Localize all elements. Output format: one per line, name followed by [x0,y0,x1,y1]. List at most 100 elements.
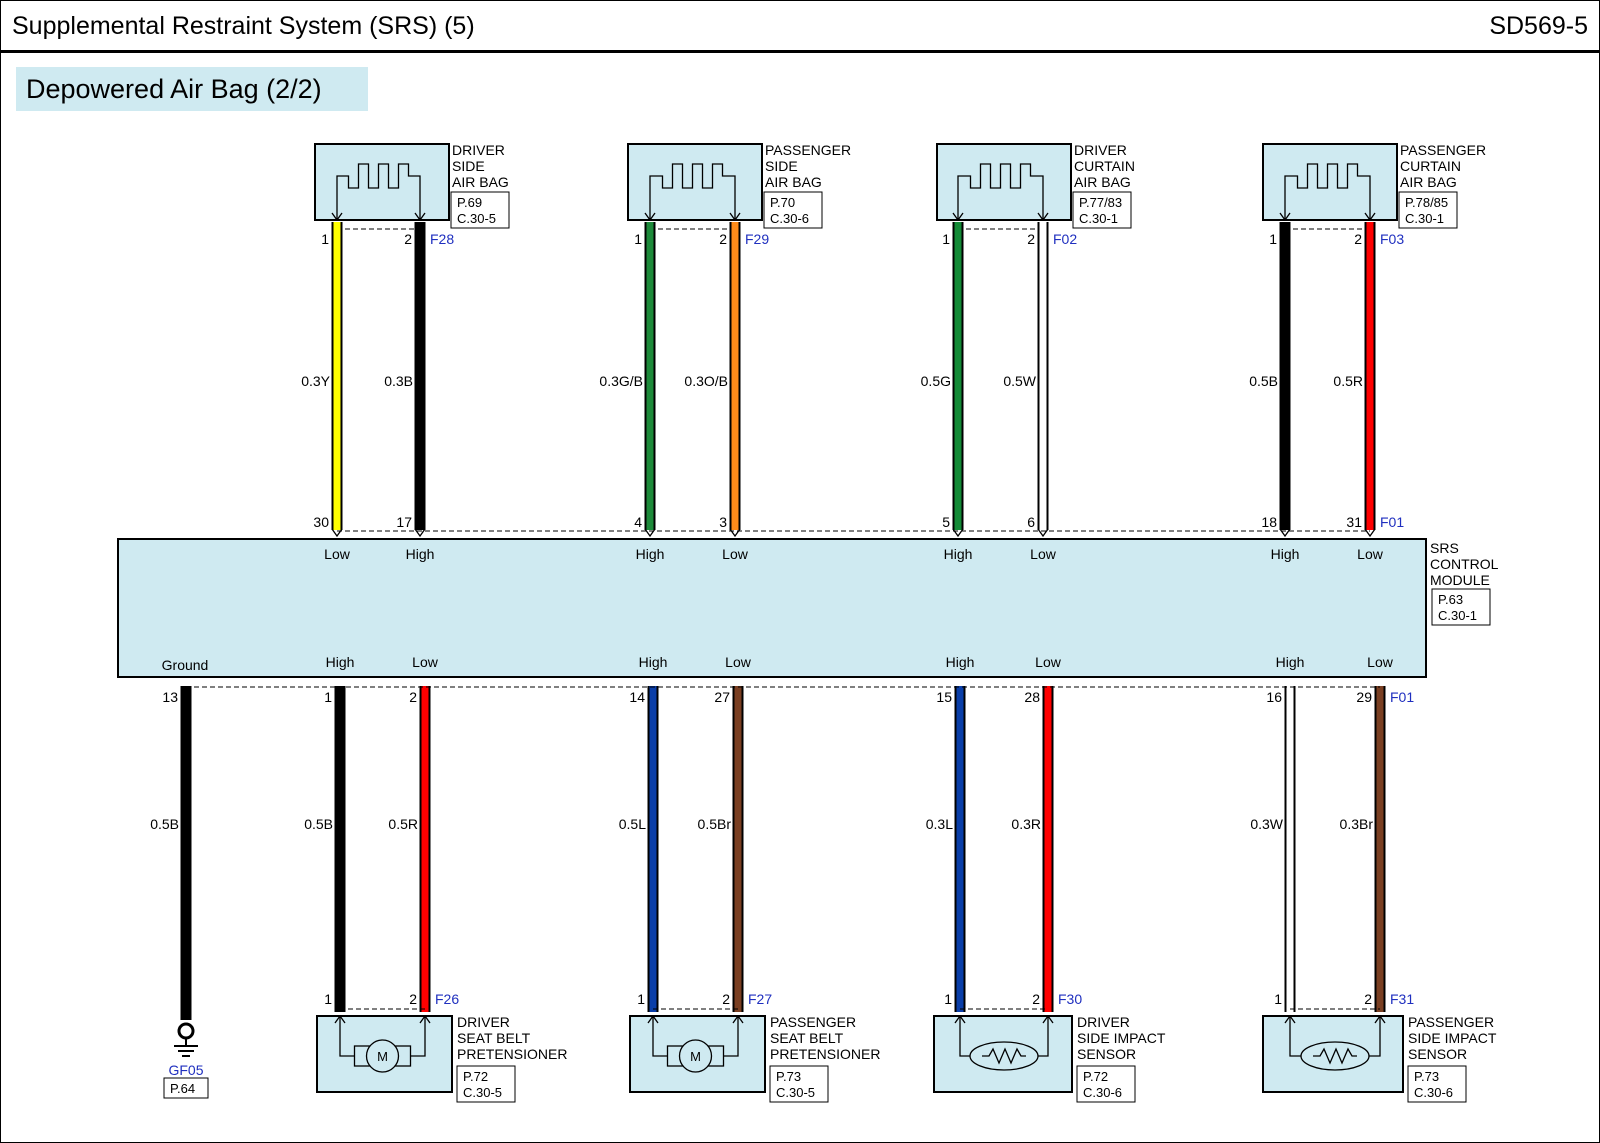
airbag-component-box [936,143,1072,221]
component-name-line: AIR BAG [452,174,509,190]
pin-number: 1 [637,991,645,1007]
wire-size-label: 0.5B [150,816,179,832]
squib-symbol [649,163,736,204]
module-terminal-arrow [331,528,343,538]
squib-symbol [957,163,1044,204]
component-ref-box [450,191,510,229]
component-name-line: CURTAIN [1400,158,1461,174]
wire-size-label: 0.5Br [698,816,732,832]
wire-size-label: 0.5G [921,373,951,389]
pin-number: 2 [1032,991,1040,1007]
component-ref-box [456,1065,516,1103]
diagram-code: SD569-5 [1489,12,1588,40]
pin-number: 2 [1027,231,1035,247]
pin-number: 2 [722,991,730,1007]
component-ref-box-line: C.30-5 [457,211,496,226]
airbag-component-box [314,143,450,221]
component-ref-box-line: P.72 [1083,1069,1108,1084]
component-ref-box-line: C.30-6 [1083,1085,1122,1100]
component-name-line: PASSENGER [765,142,851,158]
wire-size-label: 0.3L [926,816,953,832]
connector-id: F03 [1380,231,1404,247]
module-pin-number: 30 [313,514,329,530]
pin-number: 1 [1274,991,1282,1007]
module-pin-number: 13 [162,689,178,705]
wire-size-label: 0.3G/B [599,373,643,389]
resistor-symbol [982,1047,1026,1065]
pin-number: 1 [324,991,332,1007]
wire-size-label: 0.5L [619,816,646,832]
component-ref-box-line: P.69 [457,195,482,210]
signal-label: Low [324,546,351,562]
signal-label: Low [412,654,439,670]
airbag-component-box [627,143,763,221]
component-ref-box-line: C.30-1 [1079,211,1118,226]
wire-size-label: 0.5R [388,816,418,832]
component-name-line: PASSENGER [1400,142,1486,158]
module-pin-number: 15 [936,689,952,705]
resistor-symbol [1313,1047,1357,1065]
connector-id: F28 [430,231,454,247]
sensor-symbol [969,1041,1039,1071]
module-ref-box [1431,588,1491,626]
connector-id: F27 [748,991,772,1007]
module-pin-number: 1 [324,689,332,705]
pin-number: 1 [321,231,329,247]
signal-label: High [1276,654,1305,670]
component-name-line: SIDE IMPACT [1077,1030,1166,1046]
component-name-line: DRIVER [1074,142,1127,158]
pin-number: 2 [1354,231,1362,247]
component-name-line: CURTAIN [1074,158,1135,174]
pin-number: 2 [409,991,417,1007]
module-pin-number: 14 [629,689,645,705]
pin-number: 1 [944,991,952,1007]
pin-number: 1 [634,231,642,247]
module-terminal-arrow [1279,528,1291,538]
pin-number: 2 [719,231,727,247]
module-pin-number: 29 [1356,689,1372,705]
component-name-line: SIDE [452,158,485,174]
component-name-line: DRIVER [1077,1014,1130,1030]
connector-id: F30 [1058,991,1082,1007]
component-name-line: DRIVER [457,1014,510,1030]
module-pin-number: 16 [1266,689,1282,705]
component-name-line: PASSENGER [1408,1014,1494,1030]
wire-size-label: 0.3B [384,373,413,389]
component-name-line: AIR BAG [765,174,822,190]
ground-terminal [177,1022,195,1040]
diagram-subtitle: Depowered Air Bag (2/2) [16,67,368,111]
module-terminal-arrow [414,528,426,538]
page-header: Supplemental Restraint System (SRS) (5) … [0,0,1600,53]
component-ref-box-line: C.30-5 [776,1085,815,1100]
component-ref-box [1398,191,1458,229]
component-name-line: AIR BAG [1400,174,1457,190]
pin-number: 1 [1269,231,1277,247]
component-name-line: SIDE IMPACT [1408,1030,1497,1046]
module-bottom-connector-id: F01 [1390,689,1414,705]
wire-size-label: 0.5B [1249,373,1278,389]
signal-label: High [326,654,355,670]
component-name-line: SEAT BELT [770,1030,844,1046]
signal-label: High [639,654,668,670]
module-terminal-arrow [952,528,964,538]
wire-size-label: 0.5W [1003,373,1036,389]
module-pin-number: 4 [634,514,642,530]
pin-number: 1 [942,231,950,247]
component-ref-box-line: P.73 [1414,1069,1439,1084]
signal-label: High [946,654,975,670]
component-name-line: PASSENGER [770,1014,856,1030]
component-ref-box-line: P.73 [776,1069,801,1084]
component-ref-box-line: P.72 [463,1069,488,1084]
wire-size-label: 0.3O/B [684,373,728,389]
signal-label: Low [1357,546,1384,562]
module-name-line: SRS [1430,540,1459,556]
wire-size-label: 0.3Y [301,373,330,389]
ground-ref-box [163,1077,209,1099]
component-name-line: SENSOR [1408,1046,1467,1062]
wire-size-label: 0.3W [1250,816,1283,832]
module-pin-number: 28 [1024,689,1040,705]
connector-id: F29 [745,231,769,247]
squib-symbol [336,163,421,204]
component-ref-box [763,191,823,229]
